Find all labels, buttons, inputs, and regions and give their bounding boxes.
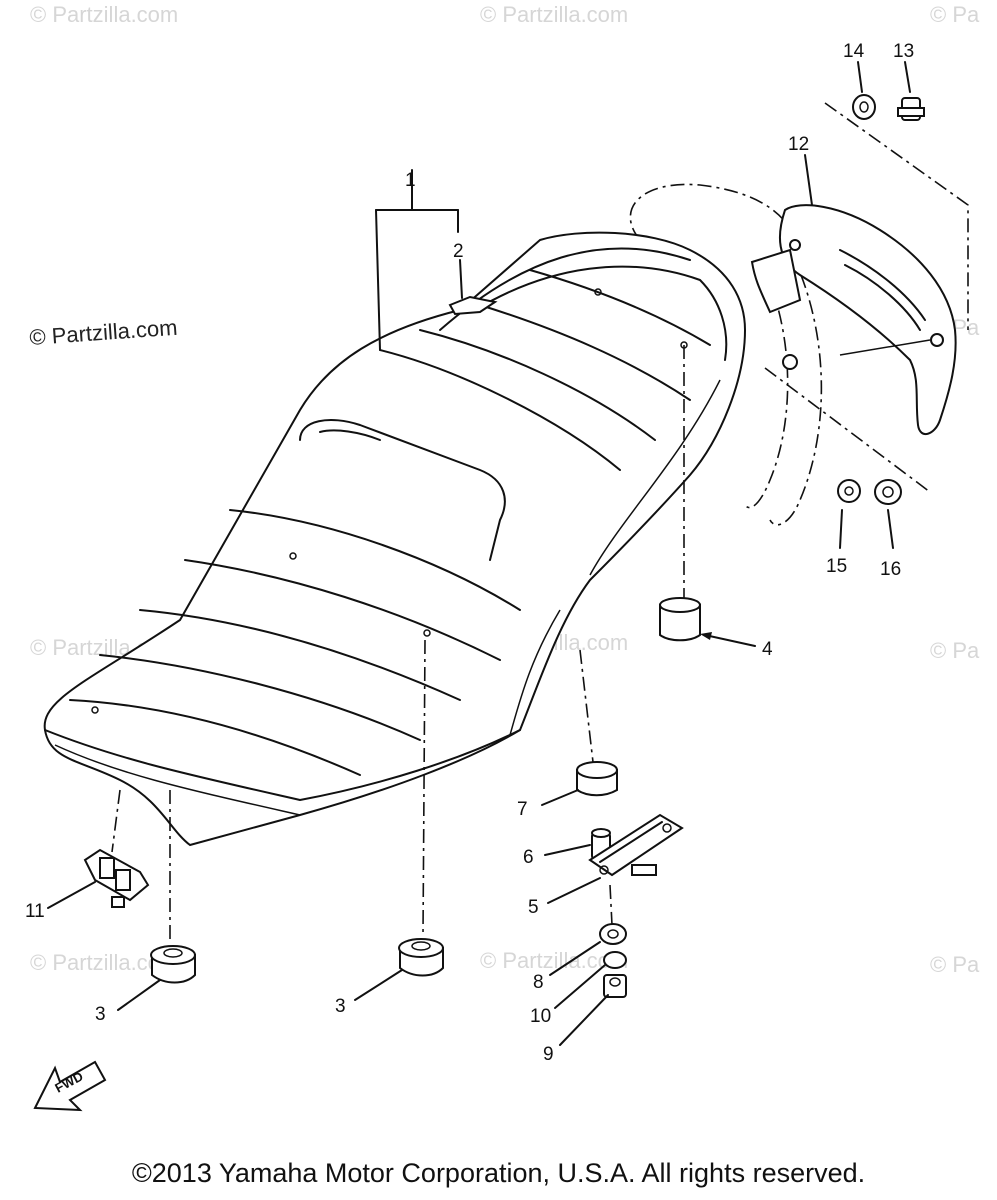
watermark: © Partzilla.com <box>30 2 178 27</box>
pointer-3b <box>354 969 403 1001</box>
pointer-5 <box>547 877 601 904</box>
nut-9 <box>603 974 627 998</box>
damper-7 <box>576 761 618 797</box>
watermark: © Pa <box>930 2 980 27</box>
pointer-14 <box>857 61 863 93</box>
callout-14: 14 <box>843 41 865 62</box>
forward-arrow: FWD <box>33 1060 107 1112</box>
washer-8 <box>599 923 627 945</box>
watermark: © Pa <box>930 952 980 977</box>
pointer-9 <box>559 994 609 1046</box>
pointer-11 <box>47 881 96 909</box>
leader-12b <box>839 339 931 356</box>
leader-15 <box>764 367 931 493</box>
callouts: 1 2 3 3 4 5 6 7 8 9 10 11 12 13 14 15 16 <box>25 41 914 1065</box>
bolt-13 <box>897 97 925 121</box>
callout-4: 4 <box>762 639 773 660</box>
callout-6: 6 <box>523 847 534 868</box>
leader-8 <box>609 884 613 926</box>
leader-11 <box>111 789 121 853</box>
pointer-16 <box>887 509 894 549</box>
pointer-6 <box>544 844 591 856</box>
pointer-2 <box>459 259 463 299</box>
damper-4 <box>659 597 701 642</box>
pointer-12 <box>804 154 813 206</box>
callout-12: 12 <box>788 134 809 155</box>
pointer-7 <box>541 789 579 806</box>
callout-3: 3 <box>335 996 346 1017</box>
grab-rail <box>750 204 957 435</box>
copyright-notice: ©2013 Yamaha Motor Corporation, U.S.A. A… <box>131 1158 866 1188</box>
nut-15 <box>837 479 861 503</box>
leader-13 <box>824 102 969 330</box>
spring-washer-10 <box>603 951 627 969</box>
callout-16: 16 <box>880 559 901 580</box>
bracket-5 <box>588 813 684 877</box>
bracket-1-left <box>375 209 381 351</box>
washer-14 <box>852 94 876 120</box>
callout-5: 5 <box>528 897 539 918</box>
watermark: © Pa <box>930 638 980 663</box>
callout-15: 15 <box>826 556 847 577</box>
washer-16 <box>874 479 902 505</box>
callout-2: 2 <box>453 241 464 262</box>
callout-9: 9 <box>543 1044 554 1065</box>
callout-10: 10 <box>530 1006 551 1027</box>
rail-mount-hole <box>782 354 798 370</box>
seat-strap <box>448 295 498 316</box>
callout-11: 11 <box>25 901 45 922</box>
bracket-11 <box>83 848 150 908</box>
pointer-3a <box>117 979 161 1011</box>
arrow-4 <box>700 632 712 640</box>
watermark: © Partzilla.com <box>480 2 628 27</box>
grab-rail-outline <box>629 183 823 526</box>
callout-7: 7 <box>517 799 528 820</box>
pointer-15 <box>839 509 843 549</box>
seat <box>43 231 747 847</box>
watermark-dark: © Partzilla.com <box>29 315 179 350</box>
damper-3-middle <box>398 938 444 977</box>
pointer-8 <box>549 941 601 976</box>
callout-13: 13 <box>893 41 914 62</box>
pointer-10 <box>554 964 606 1009</box>
callout-8: 8 <box>533 972 544 993</box>
leader-7 <box>579 649 594 763</box>
callout-1: 1 <box>405 170 416 191</box>
pointer-4 <box>704 634 756 647</box>
damper-3-left <box>150 945 196 984</box>
leader-3b <box>422 639 426 936</box>
pointer-13 <box>904 61 911 93</box>
callout-3: 3 <box>95 1004 106 1025</box>
